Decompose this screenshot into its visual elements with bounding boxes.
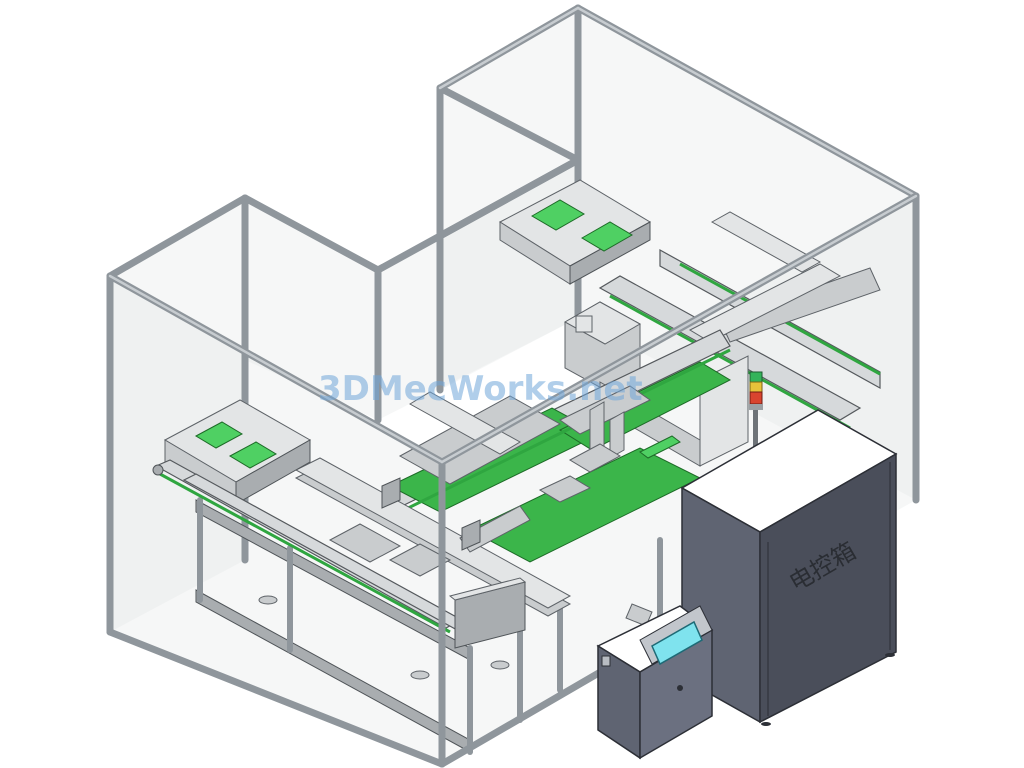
tower-light-yellow [749,381,763,393]
rear-station [498,179,881,467]
machine-base [195,497,663,755]
hmi-console [596,603,714,760]
watermark-text: 3DMecWorks.net [318,369,643,409]
main-conveyor [294,329,732,617]
tower-light-red [749,391,763,405]
tower-light [749,371,763,448]
left-station [152,399,527,649]
touch-screen [651,620,703,666]
tower-light-green [749,371,763,383]
